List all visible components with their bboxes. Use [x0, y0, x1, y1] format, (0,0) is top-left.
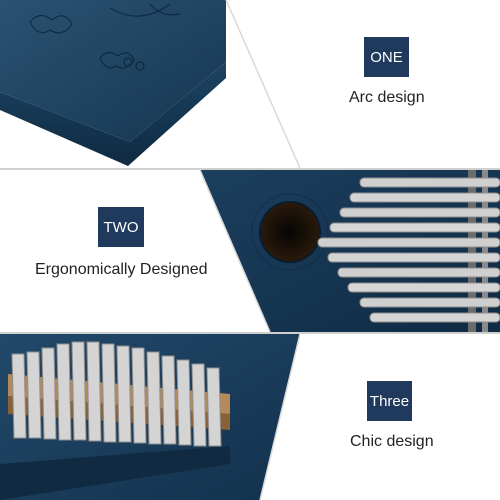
section-badge: Three	[367, 381, 412, 421]
kalimba-arc-edge-photo	[0, 0, 300, 168]
section-badge: TWO	[98, 207, 144, 247]
section-divider	[0, 168, 500, 170]
section-divider	[0, 332, 500, 334]
section-caption: Arc design	[349, 89, 425, 106]
section-one: ONE Arc design	[0, 0, 500, 168]
section-caption: Ergonomically Designed	[35, 261, 208, 278]
kalimba-angled-tines-photo	[0, 334, 300, 500]
kalimba-soundhole-tines-photo	[200, 170, 500, 332]
section-caption: Chic design	[350, 433, 434, 450]
section-three: Three Chic design	[0, 334, 500, 500]
section-two: TWO Ergonomically Designed	[0, 170, 500, 332]
section-badge: ONE	[364, 37, 409, 77]
tines-group	[317, 177, 500, 323]
